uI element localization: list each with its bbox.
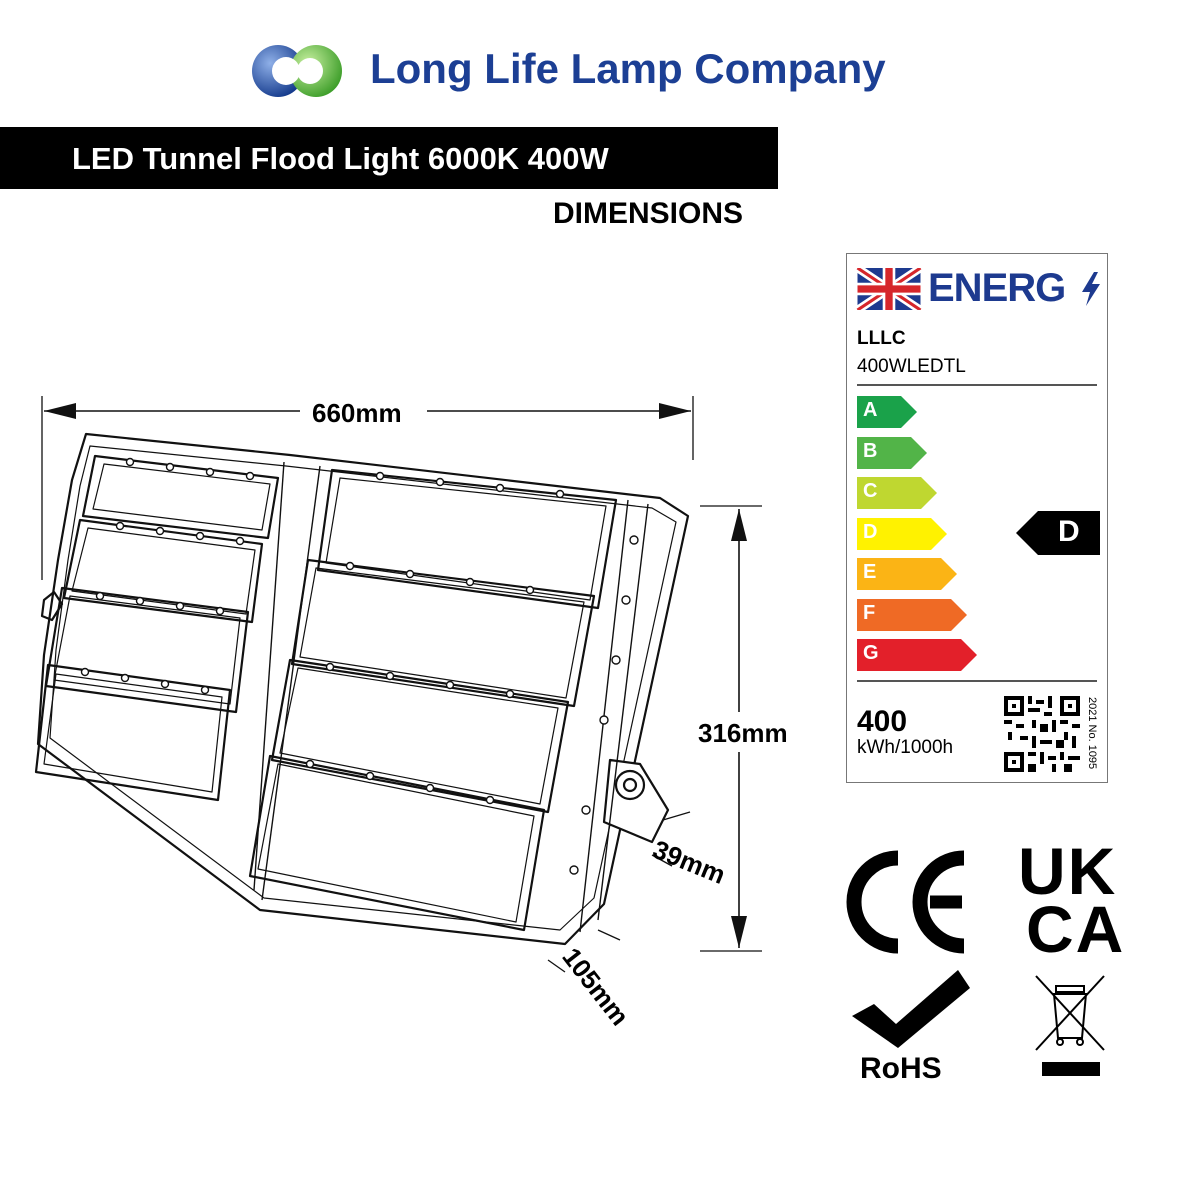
energy-class-letter: B <box>863 439 878 462</box>
supplier-name: LLLC <box>857 328 906 349</box>
energy-class-arrow-a <box>857 396 917 428</box>
title-banner <box>0 127 778 189</box>
energy-class-arrow-g <box>857 639 977 671</box>
label-divider-top <box>857 384 1097 386</box>
model-identifier: 400WLEDTL <box>857 356 966 377</box>
ukca-line-2: CA <box>1026 892 1126 966</box>
height-dimension-label: 316mm <box>698 718 788 748</box>
energy-class-arrow-f <box>857 598 967 631</box>
rohs-label: RoHS <box>860 1052 942 1085</box>
flood-light-drawing <box>34 396 762 973</box>
energy-class-letter: D <box>863 520 878 543</box>
energy-class-arrow-d <box>857 517 947 550</box>
energy-class-letter: C <box>863 480 878 502</box>
qr-code-icon <box>1004 696 1080 772</box>
rohs-check-icon <box>852 970 970 1048</box>
lightning-bolt-icon <box>1082 272 1100 306</box>
energy-class-arrow-c <box>857 477 937 509</box>
consumption-unit: kWh/1000h <box>857 737 954 758</box>
company-logo <box>252 45 342 97</box>
rating-marker <box>1016 511 1100 555</box>
energy-class-arrow-e <box>857 558 957 590</box>
company-name: Long Life Lamp Company <box>370 45 886 92</box>
product-title: LED Tunnel Flood Light 6000K 400W <box>72 141 609 176</box>
energy-class-letter: E <box>863 561 877 583</box>
energy-class-letter: A <box>863 399 878 421</box>
ukca-line-1: UK <box>1018 834 1118 908</box>
energy-class-letter: G <box>863 642 879 664</box>
ce-mark-icon <box>846 850 965 954</box>
regulation-number: 2021 No. 1095 <box>1086 697 1098 770</box>
uk-flag-icon <box>856 268 922 310</box>
section-title: DIMENSIONS <box>553 197 744 230</box>
rating-letter: D <box>1058 515 1080 548</box>
label-divider-bottom <box>857 680 1097 682</box>
consumption-value: 400 <box>857 705 908 738</box>
energy-brand-word: ENERG <box>928 266 1066 310</box>
energy-class-letter: F <box>863 601 876 624</box>
width-dimension-label: 660mm <box>312 398 402 428</box>
crossed-bin-icon <box>1035 975 1105 1076</box>
energy-class-arrow-b <box>857 436 927 469</box>
